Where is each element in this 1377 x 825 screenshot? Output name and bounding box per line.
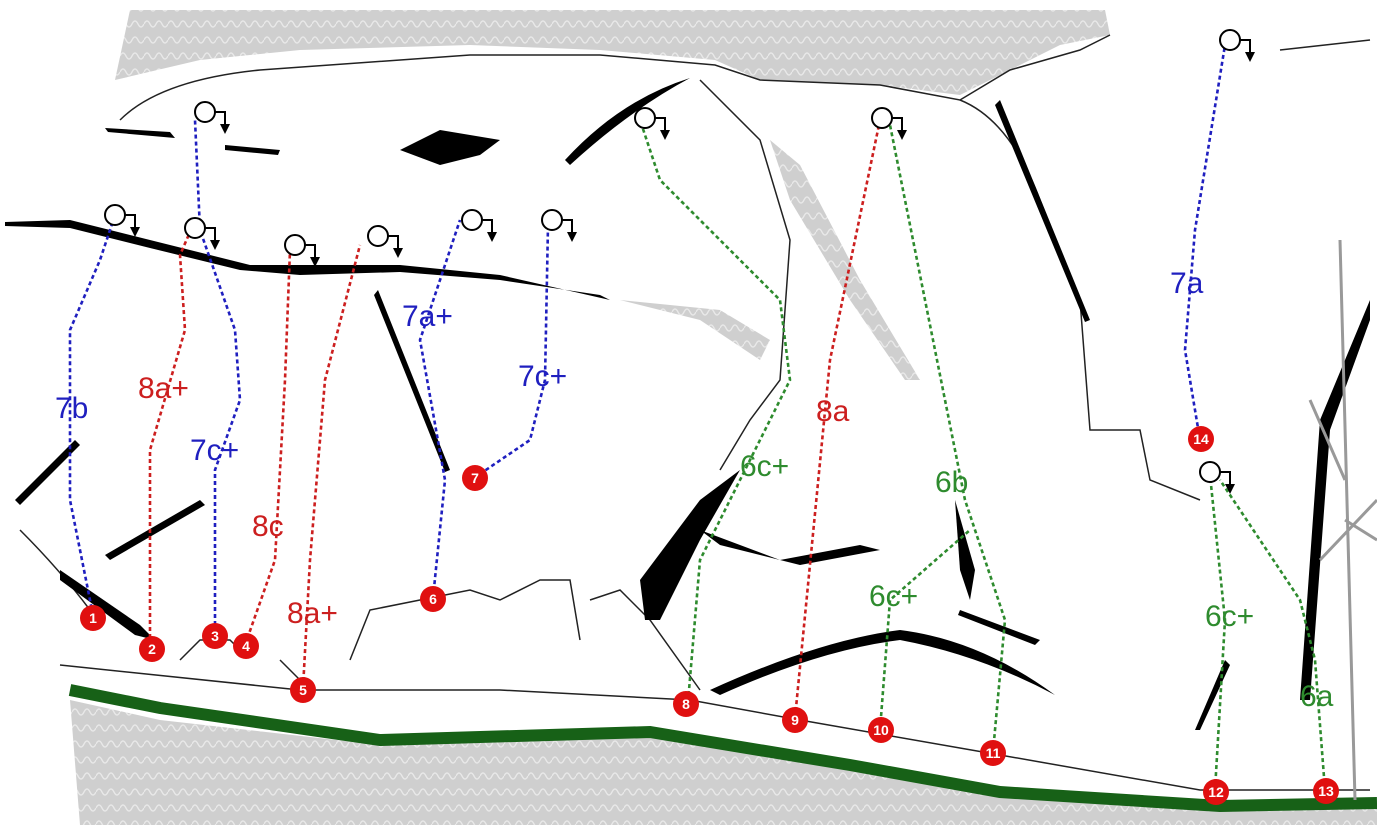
route-line-12 [1208,474,1227,791]
crack-arch [565,78,690,165]
grade-label-6b: 6b [935,466,968,499]
route-start-marker-2: 2 [139,636,165,662]
lower-off-anchor-icon [871,107,907,140]
crack-right-lower [1195,660,1230,730]
grade-label-7c-plus-right: 7c+ [518,360,567,393]
route-line-14 [1183,44,1227,441]
svg-text:8: 8 [682,696,690,712]
route-line-2 [148,224,195,645]
grade-label-6a: 6a [1300,680,1334,713]
route-start-marker-9: 9 [782,707,808,733]
lower-off-anchor-icon [284,234,320,267]
rock-outline-top [119,34,1111,121]
rock-outline-low [19,529,701,691]
crack-lower-arch [710,630,1055,695]
grade-label-7b: 7b [55,392,88,425]
route-line-10 [878,529,971,731]
lower-off-anchor-icon [461,209,497,242]
route-line-13 [1218,479,1327,791]
crack-6b-lower [958,610,1040,645]
grade-label-7c-plus-left: 7c+ [190,434,239,467]
route-start-marker-12: 12 [1203,779,1229,805]
lower-off-anchor-icon [104,204,140,237]
route-start-marker-10: 10 [868,717,894,743]
svg-text:11: 11 [986,745,1001,761]
grade-label-6c-plus-right: 6c+ [1205,600,1254,633]
crack-top-mid [225,145,280,155]
crack-left-diagonal [15,440,80,505]
ground-line [59,664,1370,791]
svg-text:1: 1 [89,610,97,626]
route-line-9 [793,119,882,719]
route-line-8 [638,119,792,703]
grade-label-7a-plus: 7a+ [402,300,453,333]
tree [1308,239,1377,801]
route-line-1 [68,214,117,616]
svg-text:13: 13 [1318,783,1334,799]
lower-off-anchor-icon [541,209,577,242]
rock-outline-right-top [1279,39,1371,51]
crack-right-pillar [995,100,1090,322]
scree-top [115,10,1110,95]
route-line-6 [418,219,462,599]
lower-off-anchor-icon [1219,29,1255,62]
crack-flake [640,470,740,620]
crack-right-tree [1300,300,1370,700]
approach-path [68,684,1377,813]
route-line-7 [473,224,550,480]
grade-label-8c: 8c [252,510,284,543]
crack-left-lower [105,500,205,560]
crack-mid-slab [700,530,880,565]
svg-text:5: 5 [299,682,307,698]
lower-off-anchors [104,29,1255,494]
grade-label-8a: 8a [816,395,850,428]
rock-outline-mid [699,79,791,471]
route-start-marker-3: 3 [202,623,228,649]
diamond-hold [400,130,500,165]
route-start-marker-5: 5 [290,677,316,703]
route-start-marker-6: 6 [420,586,446,612]
route-start-marker-14: 14 [1188,426,1214,452]
scree-strip [620,300,770,360]
main-roof-crack [5,220,610,300]
grade-label-8a-plus-left: 8a+ [138,372,189,405]
route-start-marker-1: 1 [80,605,106,631]
grade-label-8a-plus-right: 8a+ [287,597,338,630]
svg-text:10: 10 [873,722,889,738]
svg-text:2: 2 [148,641,156,657]
lower-off-anchor-icon [1199,461,1235,494]
svg-text:14: 14 [1193,431,1209,447]
scree-bottom [70,700,1377,825]
route-start-marker-7: 7 [462,465,488,491]
route-line-4 [243,249,292,646]
crack-top-left [105,128,175,138]
lower-off-anchor-icon [367,225,403,258]
lower-off-anchor-icon [634,107,670,140]
svg-text:9: 9 [791,712,799,728]
grade-label-6c-plus-mid: 6c+ [740,450,789,483]
svg-text:3: 3 [211,628,219,644]
svg-text:4: 4 [242,638,250,654]
route-start-marker-11: 11 [980,740,1006,766]
lower-off-anchor-icon [194,101,230,134]
scree-diagonal [770,140,920,380]
route-line-5 [301,244,362,689]
route-start-marker-4: 4 [233,633,259,659]
route-start-marker-8: 8 [673,691,699,717]
route-line-11 [888,124,1007,753]
grade-label-6c-plus-lower: 6c+ [869,580,918,613]
grade-label-7a: 7a [1170,267,1204,300]
lower-off-anchor-icon [184,217,220,250]
crack-6b [955,500,975,600]
route-line-3 [193,119,242,632]
route-start-marker-13: 13 [1313,778,1339,804]
svg-text:12: 12 [1208,784,1224,800]
crack-route1-slab [60,570,155,640]
svg-text:6: 6 [429,591,437,607]
crack-7a-plus [374,290,450,472]
svg-text:7: 7 [471,470,479,486]
